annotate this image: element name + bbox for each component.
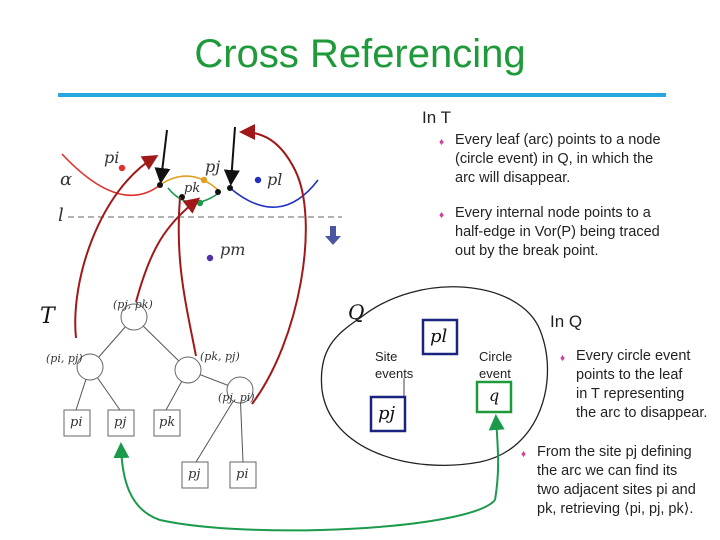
section-Q-heading: In Q bbox=[550, 312, 583, 331]
tree-leaf bbox=[107, 409, 135, 437]
event-box-pl-label: pl bbox=[430, 326, 448, 347]
tree-leaf bbox=[229, 461, 257, 489]
label-alpha: α bbox=[60, 169, 73, 190]
tree-right-right-label: (pj, pi) bbox=[218, 391, 255, 404]
tree-leaf bbox=[153, 409, 181, 437]
breakpoint bbox=[227, 185, 233, 191]
site-pl bbox=[254, 176, 262, 184]
section-T-bullet-1: ♦ Every leaf (arc) points to a node (cir… bbox=[439, 132, 661, 186]
label-pl: pl bbox=[267, 170, 283, 189]
bullet-diamond-icon: ♦ bbox=[521, 449, 527, 460]
sweep-direction-arrow bbox=[330, 226, 336, 236]
section-Q-bullet-1: ♦ Every circle event points to the leaf … bbox=[560, 348, 708, 421]
tree-left-label: (pi, pj) bbox=[46, 352, 83, 365]
tree-leaf-label: pk bbox=[159, 415, 176, 430]
pointer-arrow bbox=[113, 442, 496, 532]
site-pj bbox=[200, 176, 208, 184]
tree-leaf-label: pj bbox=[114, 415, 127, 430]
section-T-bullet-2: ♦ Every internal node points to a half-e… bbox=[439, 205, 660, 259]
queue-Q-label: Q bbox=[348, 300, 365, 324]
pointer-arrow bbox=[488, 414, 505, 501]
bullet-diamond-icon: ♦ bbox=[560, 353, 566, 364]
tree-leaf-label: pj bbox=[188, 467, 201, 482]
breakpoint bbox=[157, 182, 163, 188]
tree-node bbox=[120, 303, 148, 331]
site-pk bbox=[196, 199, 204, 207]
site-pi bbox=[118, 164, 126, 172]
parabola-pl bbox=[229, 179, 319, 208]
pointer-arrow bbox=[239, 124, 307, 405]
label-pk: pk bbox=[184, 181, 201, 196]
tree-T-label: T bbox=[40, 304, 55, 329]
bullet-diamond-icon: ♦ bbox=[439, 210, 445, 221]
tree-root-label: (pj, pk) bbox=[113, 298, 153, 311]
parabola-pi bbox=[61, 153, 161, 197]
label-sweep-line: l bbox=[58, 205, 64, 226]
event-box-pj bbox=[369, 395, 407, 433]
pointer-arrow bbox=[74, 154, 159, 339]
label-pm: pm bbox=[220, 240, 246, 259]
tree-leaf bbox=[63, 409, 91, 437]
event-box-pj-label: pj bbox=[378, 403, 396, 424]
pointer-arrow bbox=[135, 197, 201, 303]
tree-leaf-label: pi bbox=[236, 467, 249, 482]
event-box-pl bbox=[421, 318, 459, 356]
title-underline bbox=[58, 93, 666, 97]
pointer-arrow bbox=[177, 196, 197, 357]
section-T-heading: In T bbox=[422, 108, 451, 127]
site-pm bbox=[206, 254, 214, 262]
tree-node bbox=[174, 356, 202, 384]
label-pi: pi bbox=[104, 148, 120, 167]
page-title: Cross Referencing bbox=[194, 32, 526, 76]
tree-node bbox=[76, 353, 104, 381]
tree-node bbox=[226, 376, 254, 404]
breakpoint bbox=[215, 189, 221, 195]
label-pj: pj bbox=[205, 157, 221, 176]
event-box-q-label: q bbox=[489, 386, 500, 405]
tree-right-label: (pk, pj) bbox=[200, 350, 240, 363]
event-box-q bbox=[475, 380, 513, 414]
tree-leaf bbox=[181, 461, 209, 489]
section-Q-bullet-2: ♦ From the site pj defining the arc we c… bbox=[521, 444, 696, 517]
tree-leaf-label: pi bbox=[70, 415, 83, 430]
bullet-diamond-icon: ♦ bbox=[439, 137, 445, 148]
black-arrow bbox=[154, 129, 171, 184]
black-arrow bbox=[223, 126, 240, 186]
